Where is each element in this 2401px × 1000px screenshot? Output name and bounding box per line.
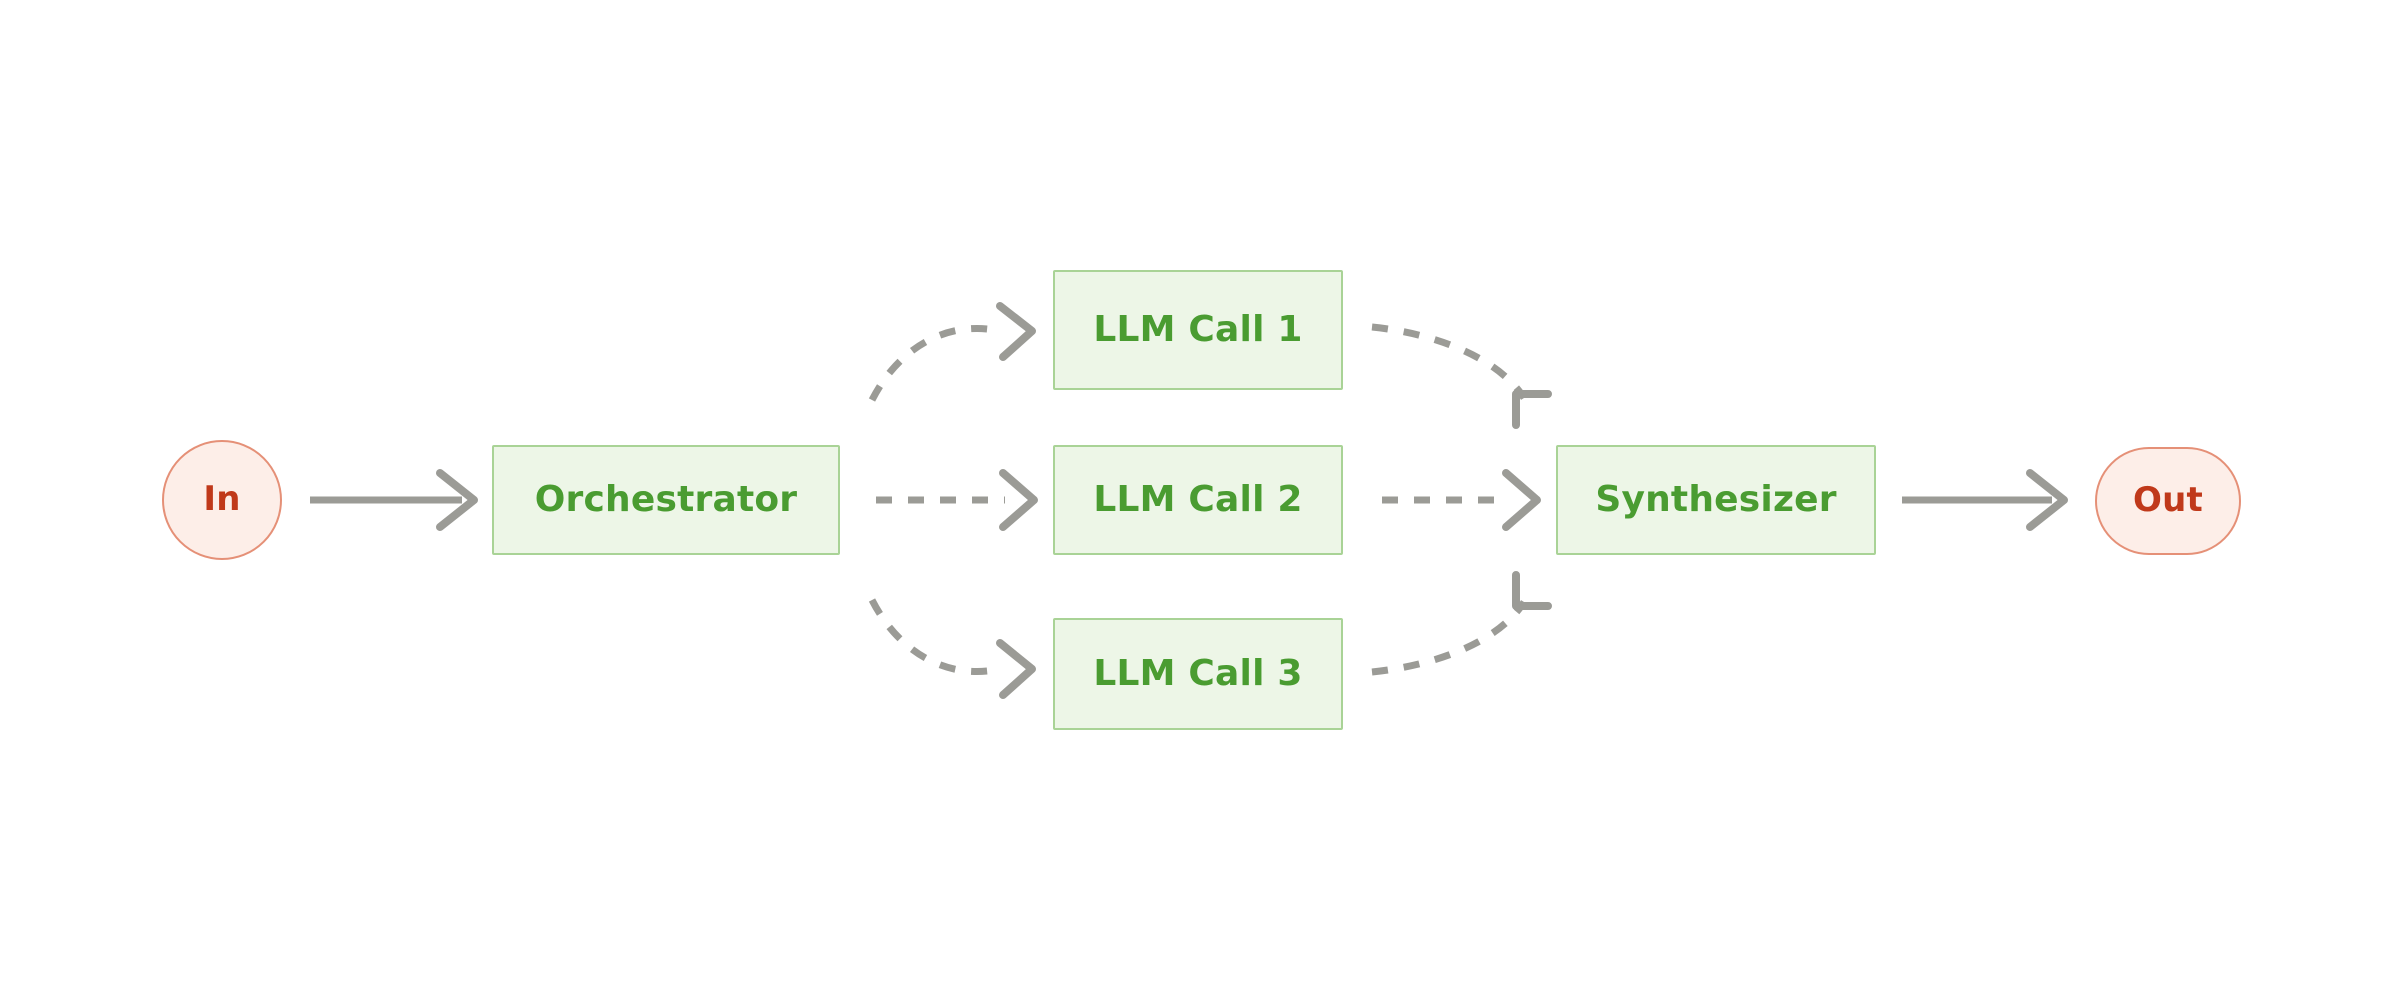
edge-orchestrator-to-llm-call-2 <box>876 469 1038 531</box>
edge-llm-call-1-to-synthesizer <box>1371 323 1552 429</box>
edge-orchestrator-to-llm-call-1 <box>868 302 1036 402</box>
edge-orchestrator-to-llm-call-3 <box>868 598 1036 699</box>
node-llm-call-3[interactable]: LLM Call 3 <box>1053 618 1343 730</box>
node-llm-call-1[interactable]: LLM Call 1 <box>1053 270 1343 390</box>
node-out-label: Out <box>2133 480 2203 521</box>
edge-llm-call-2-to-synthesizer <box>1382 469 1541 531</box>
node-llm-call-2-label: LLM Call 2 <box>1093 479 1303 521</box>
edge-synthesizer-to-out <box>1902 469 2068 531</box>
node-orchestrator[interactable]: Orchestrator <box>492 445 840 555</box>
node-synthesizer-label: Synthesizer <box>1595 479 1837 521</box>
node-llm-call-2[interactable]: LLM Call 2 <box>1053 445 1343 555</box>
edge-in-to-orchestrator <box>310 469 478 531</box>
node-in-label: In <box>203 479 241 520</box>
edge-llm-call-3-to-synthesizer <box>1371 571 1552 676</box>
node-in[interactable]: In <box>162 440 282 560</box>
node-orchestrator-label: Orchestrator <box>534 479 798 521</box>
node-synthesizer[interactable]: Synthesizer <box>1556 445 1876 555</box>
node-llm-call-1-label: LLM Call 1 <box>1093 309 1303 351</box>
node-llm-call-3-label: LLM Call 3 <box>1093 653 1303 695</box>
node-out[interactable]: Out <box>2095 447 2241 555</box>
